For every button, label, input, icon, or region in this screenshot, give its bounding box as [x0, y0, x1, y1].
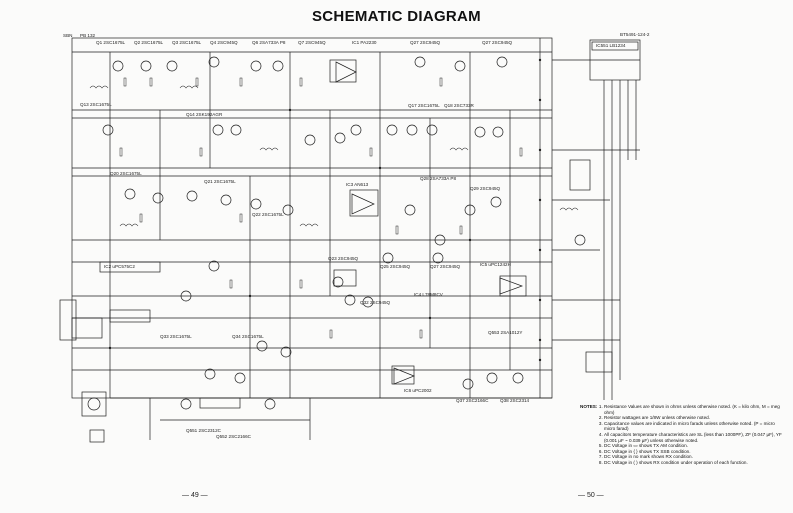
note-item: Resistor wattages are 1/8W unless otherw… [604, 415, 786, 421]
label-q20: Q20 2SC1675L [110, 171, 142, 176]
label-ic5: IC5 uPC1242H [480, 262, 511, 267]
label-q28: Q28 2SA733A P8 [420, 176, 457, 181]
label-q17: Q17 2SC1675L [408, 103, 440, 108]
label-q552: Q552 2SC2166C [216, 434, 251, 439]
label-q1: Q1 2SC1675L [96, 40, 126, 45]
label-q19-top: Q27 2SC945Q [410, 40, 441, 45]
header-code-sbn: SBN [63, 33, 73, 38]
label-q22: Q22 2SC1675L [252, 212, 284, 217]
label-q25: Q25 2SC945Q [380, 264, 411, 269]
label-q13: Q13 2SC1675L [80, 102, 112, 107]
label-q29: Q29 2SC945Q [470, 186, 501, 191]
label-q14: Q14 2SK192AGR [186, 112, 223, 117]
label-q34: Q34 2SC1675L [232, 334, 264, 339]
label-q3: Q3 2SC1675L [172, 40, 202, 45]
page-title: SCHEMATIC DIAGRAM [312, 8, 481, 25]
label-ic551: IC551 LB1234 [596, 43, 626, 48]
notes-heading: NOTES: [580, 404, 598, 409]
header-reference: BT5491-124-2 [620, 32, 650, 37]
label-q21: Q21 2SC1675L [204, 179, 236, 184]
note-item: Capacitance values are indicated in micr… [604, 421, 786, 432]
page-number-left: — 49 — [182, 492, 208, 499]
label-ic1: IC1 PA2230 [352, 40, 377, 45]
label-q27: Q27 2SC945Q [430, 264, 461, 269]
label-q19: Q27 2SC945Q [482, 40, 513, 45]
label-q2: Q2 2SC1675L [134, 40, 164, 45]
note-item: DC Voltage in ▭ shows TX AM condition. [604, 443, 786, 449]
note-item: DC Voltage in { } shows TX SSB condition… [604, 449, 786, 455]
label-q18: Q18 2SC733R [444, 103, 474, 108]
label-ic6: IC6 uPC2002 [404, 388, 432, 393]
label-ic3: IC3 AN613 [346, 182, 369, 187]
label-q37: Q37 2SC2166C [456, 398, 489, 403]
label-q6: Q6 2SA733A P8 [252, 40, 286, 45]
label-q7: Q7 2SC945Q [298, 40, 326, 45]
label-ic2: IC2 uPC575C2 [104, 264, 135, 269]
note-item: All capacitors temperature characteristi… [604, 432, 786, 443]
notes-block: NOTES: Resistance Values are shown in oh… [580, 404, 786, 466]
label-q38: Q38 2SC2314 [500, 398, 530, 403]
label-q32: Q32 2SC945Q [360, 300, 391, 305]
label-q23: Q23 2SC945Q [328, 256, 359, 261]
note-item: DC Voltage in ( ) shows RX condition und… [604, 460, 786, 466]
note-item: DC Voltage in no mark shows RX condition… [604, 454, 786, 460]
label-q4: Q4 2SC945Q [210, 40, 238, 45]
page-number-right: — 50 — [578, 492, 604, 499]
label-q33: Q33 2SC1675L [160, 334, 192, 339]
label-ic4: IC4 L78M8CV [414, 292, 443, 297]
note-item: Resistance Values are shown in ohms unle… [604, 404, 786, 415]
header-code-pb: PB 132 [80, 33, 96, 38]
label-q551: Q551 2SC2312C [186, 428, 221, 433]
label-q553: Q553 2SA1012Y [488, 330, 523, 335]
